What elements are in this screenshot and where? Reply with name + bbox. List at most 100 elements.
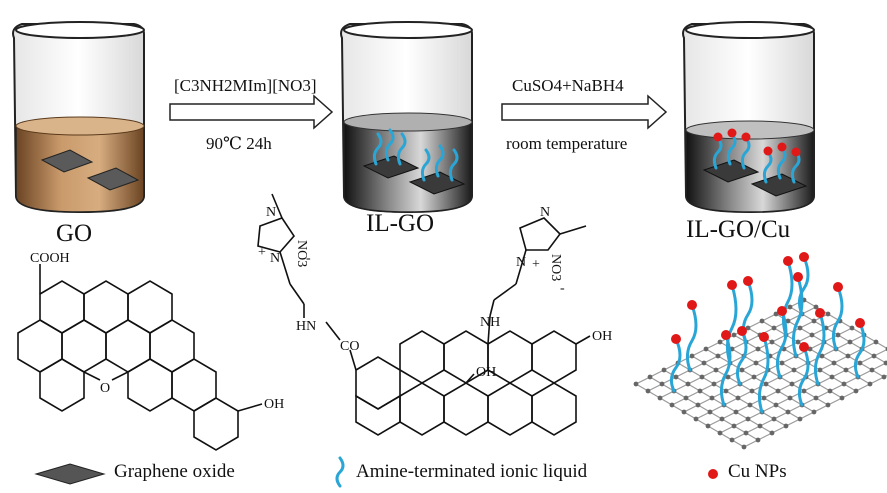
sheet-atom xyxy=(699,374,705,380)
sheet-ionic-liquid-chain xyxy=(797,345,810,407)
sheet-atom xyxy=(857,360,863,366)
arrow1-reagent: [C3NH2MIm][NO3] xyxy=(174,76,317,95)
sheet-bond xyxy=(773,411,789,420)
go-cooh-label: COOH xyxy=(30,251,70,266)
sheet-bond xyxy=(771,334,787,343)
sheet-bond xyxy=(719,425,735,434)
sheet-atom xyxy=(669,402,675,408)
sheet-bond xyxy=(723,397,739,406)
sheet-atom xyxy=(759,318,765,324)
sheet-ionic-liquid-chain xyxy=(719,333,732,407)
sheet-atom xyxy=(789,381,795,387)
sheet-atom xyxy=(867,381,873,387)
sheet-cu-nanoparticle xyxy=(727,280,737,290)
sheet-cu-nanoparticle xyxy=(799,252,809,262)
il-minus-label-2: - xyxy=(560,281,565,296)
sheet-atom xyxy=(693,416,699,422)
sheet-ionic-liquid-chain xyxy=(735,329,748,386)
sheet-atom xyxy=(769,339,775,345)
sheet-bond xyxy=(873,348,887,357)
sheet-atom xyxy=(743,430,749,436)
sheet-atom xyxy=(697,388,703,394)
sheet-ionic-liquid-chain xyxy=(791,275,804,358)
sheet-bond xyxy=(683,404,699,413)
sheet-ionic-liquid-chain xyxy=(725,283,738,365)
sheet-bond xyxy=(715,362,731,371)
sheet-cu-nanoparticle xyxy=(783,256,793,266)
sheet-atom xyxy=(873,339,879,345)
sheet-bond xyxy=(765,376,781,385)
sheet-bond xyxy=(837,327,853,336)
sheet-bond xyxy=(771,425,787,434)
sheet-atom xyxy=(723,388,729,394)
ilgo-cu-sheet-3d xyxy=(633,252,887,450)
sheet-atom xyxy=(835,332,841,338)
sheet-atom xyxy=(773,311,779,317)
beaker-ilgo xyxy=(340,21,473,214)
sheet-bond xyxy=(793,362,809,371)
sheet-atom xyxy=(751,374,757,380)
sheet-bond xyxy=(695,411,711,420)
graphene-oxide-sheet-icon xyxy=(34,463,106,485)
sheet-bond xyxy=(779,369,795,378)
go-structure xyxy=(17,264,263,451)
sheet-bond xyxy=(855,383,871,392)
sheet-atom xyxy=(841,381,847,387)
sheet-bond xyxy=(781,355,797,364)
sheet-atom xyxy=(739,367,745,373)
sheet-atom xyxy=(749,388,755,394)
sheet-bond xyxy=(823,334,839,343)
step-label-ilgo: IL-GO xyxy=(366,210,435,237)
sheet-cu-nanoparticle xyxy=(759,332,769,342)
il-minus-label-1: - xyxy=(306,251,311,266)
sheet-atom xyxy=(797,416,803,422)
sheet-cu-nanoparticle xyxy=(833,282,843,292)
sheet-atom xyxy=(785,409,791,415)
sheet-bond xyxy=(789,390,805,399)
sheet-bond xyxy=(749,397,765,406)
sheet-cu-nanoparticle xyxy=(743,276,753,286)
sheet-bond xyxy=(807,355,823,364)
sheet-atom xyxy=(783,423,789,429)
sheet-atom xyxy=(745,416,751,422)
sheet-bond xyxy=(735,404,751,413)
sheet-bond xyxy=(741,362,757,371)
sheet-bond xyxy=(817,376,833,385)
sheet-atom xyxy=(811,409,817,415)
sheet-atom xyxy=(681,409,687,415)
sheet-bond xyxy=(829,383,845,392)
il-co-label: CO xyxy=(340,339,359,354)
cu-nanoparticle-icon xyxy=(708,469,718,479)
sheet-atom xyxy=(741,444,747,450)
sheet-bond xyxy=(691,348,707,357)
sheet-atom xyxy=(843,367,849,373)
sheet-bond xyxy=(647,383,663,392)
sheet-bond xyxy=(671,397,687,406)
sheet-bond xyxy=(803,383,819,392)
sheet-atom xyxy=(717,430,723,436)
sheet-bond xyxy=(747,411,763,420)
sheet-ionic-liquid-chain xyxy=(831,285,844,351)
sheet-bond xyxy=(721,411,737,420)
sheet-ionic-liquid-chain xyxy=(813,311,826,386)
sheet-bond xyxy=(809,341,825,350)
sheet-atom xyxy=(829,374,835,380)
il-no3-label-1: NO3 xyxy=(294,240,309,267)
sheet-cu-nanoparticle xyxy=(671,334,681,344)
sheet-bond xyxy=(859,355,875,364)
sheet-atom xyxy=(827,388,833,394)
arrow-step-2 xyxy=(501,94,668,130)
sheet-atom xyxy=(787,304,793,310)
sheet-atom xyxy=(745,325,751,331)
sheet-bond xyxy=(711,390,727,399)
sheet-bond xyxy=(799,320,815,329)
sheet-bond xyxy=(731,432,747,441)
sheet-bond xyxy=(739,376,755,385)
sheet-atom xyxy=(717,339,723,345)
sheet-atom xyxy=(769,430,775,436)
sheet-bond xyxy=(745,425,761,434)
sheet-atom xyxy=(847,339,853,345)
sheet-bond xyxy=(689,362,705,371)
sheet-atom xyxy=(645,388,651,394)
arrow-step-1 xyxy=(169,94,334,130)
